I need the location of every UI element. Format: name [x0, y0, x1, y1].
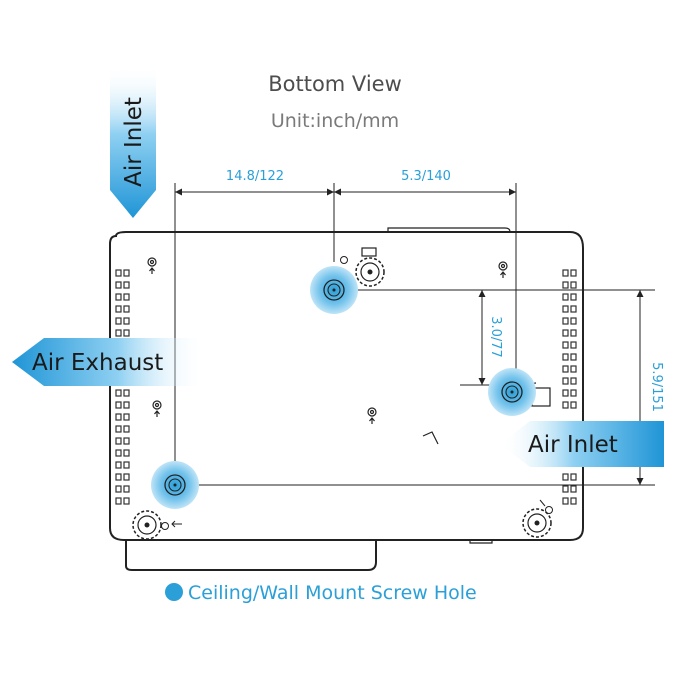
left-vent-grille — [115, 269, 130, 505]
dim-label-outer-vertical: 5.9/151 — [649, 362, 664, 412]
arrowhead — [327, 188, 334, 196]
legend: Ceiling/Wall Mount Screw Hole — [165, 582, 477, 604]
air-inlet-top-label: Air Inlet — [121, 97, 147, 187]
air-exhaust-arrow: Air Exhaust — [12, 338, 205, 386]
right-vent-grille — [562, 269, 577, 505]
projector-body — [109, 227, 584, 571]
arrowhead — [636, 478, 644, 485]
adjustable-foot — [340, 256, 385, 287]
arrowhead — [175, 188, 182, 196]
arrowhead — [334, 188, 341, 196]
bottom-tab — [469, 540, 493, 544]
dim-label-top-left: 14.8/122 — [226, 169, 284, 184]
air-exhaust-label: Air Exhaust — [32, 350, 163, 376]
small-screw-marker — [498, 261, 508, 278]
adjustable-foot — [522, 499, 553, 538]
small-screw-marker — [147, 257, 157, 274]
projector-outline — [109, 231, 584, 541]
arrowhead — [636, 290, 644, 297]
mount-screw-hole — [151, 461, 199, 509]
foot-tab — [361, 247, 377, 257]
legend-label: Ceiling/Wall Mount Screw Hole — [188, 582, 477, 604]
corner-mark — [422, 431, 439, 445]
arrowhead — [478, 378, 486, 385]
mount-screw-hole — [310, 266, 358, 314]
diagram-title: Bottom View — [268, 72, 402, 96]
unit-label: Unit:inch/mm — [271, 110, 399, 132]
top-ridge — [387, 227, 511, 233]
mount-screw-hole — [488, 368, 536, 416]
adjustable-foot — [132, 510, 182, 540]
air-inlet-top-arrow: Air Inlet — [110, 65, 156, 218]
legend-dot — [165, 583, 183, 601]
arrowhead — [509, 188, 516, 196]
dim-label-top-right: 5.3/140 — [401, 169, 451, 184]
arrowhead — [478, 290, 486, 297]
top-dimensions: 14.8/122 5.3/140 — [174, 169, 517, 485]
small-screw-marker — [367, 407, 377, 424]
dim-label-inner-vertical: 3.0/77 — [488, 316, 503, 358]
air-inlet-right-arrow: Air Inlet — [500, 421, 664, 467]
air-inlet-right-label: Air Inlet — [528, 432, 618, 458]
small-screw-marker — [152, 400, 162, 417]
lens-housing — [125, 540, 377, 571]
